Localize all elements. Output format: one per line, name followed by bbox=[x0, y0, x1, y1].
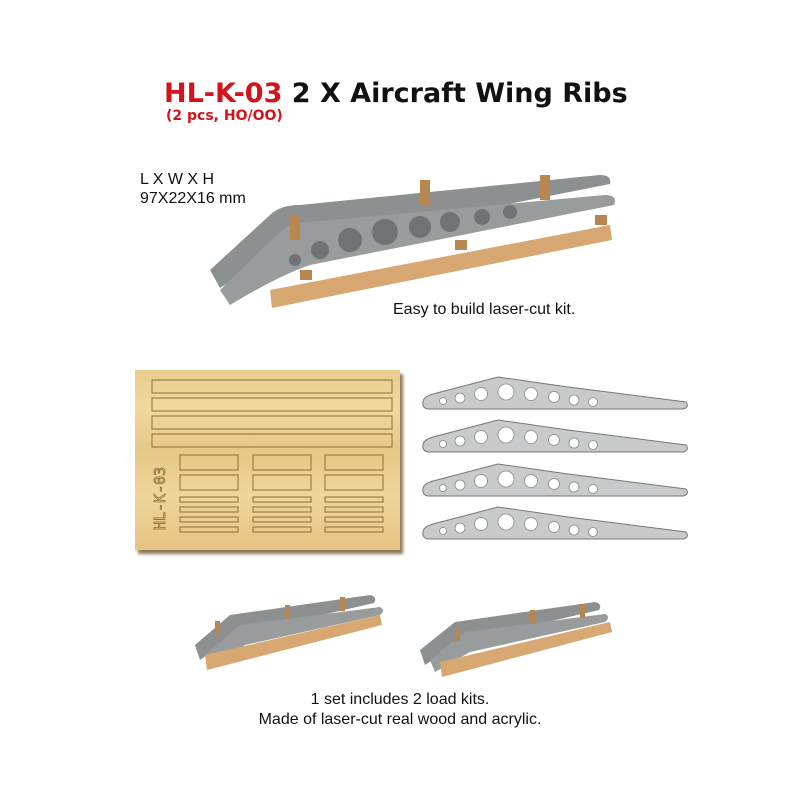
kit-photo-1 bbox=[195, 595, 383, 670]
assembled-model-photo bbox=[210, 175, 615, 308]
bottom-captions: 1 set includes 2 load kits. Made of lase… bbox=[0, 690, 800, 730]
acrylic-ribs bbox=[422, 376, 688, 540]
dimensions-value: 97X22X16 mm bbox=[140, 190, 246, 207]
product-title: HL-K-03 2 X Aircraft Wing Ribs bbox=[164, 78, 628, 109]
dimensions: L X W X H 97X22X16 mm bbox=[140, 170, 246, 208]
product-code: HL-K-03 bbox=[164, 78, 283, 109]
product-subtitle: (2 pcs, HO/OO) bbox=[166, 108, 283, 124]
easy-build-caption: Easy to build laser-cut kit. bbox=[393, 301, 576, 318]
kit-photo-2 bbox=[420, 602, 612, 677]
set-includes-caption: 1 set includes 2 load kits. bbox=[310, 691, 490, 708]
sheet-engraving: HL-K-03 bbox=[151, 467, 169, 530]
dimensions-label: L X W X H bbox=[140, 171, 215, 188]
product-name: 2 X Aircraft Wing Ribs bbox=[291, 78, 628, 109]
material-caption: Made of laser-cut real wood and acrylic. bbox=[258, 711, 542, 728]
wood-parts-sheet: HL-K-03 bbox=[135, 370, 400, 550]
